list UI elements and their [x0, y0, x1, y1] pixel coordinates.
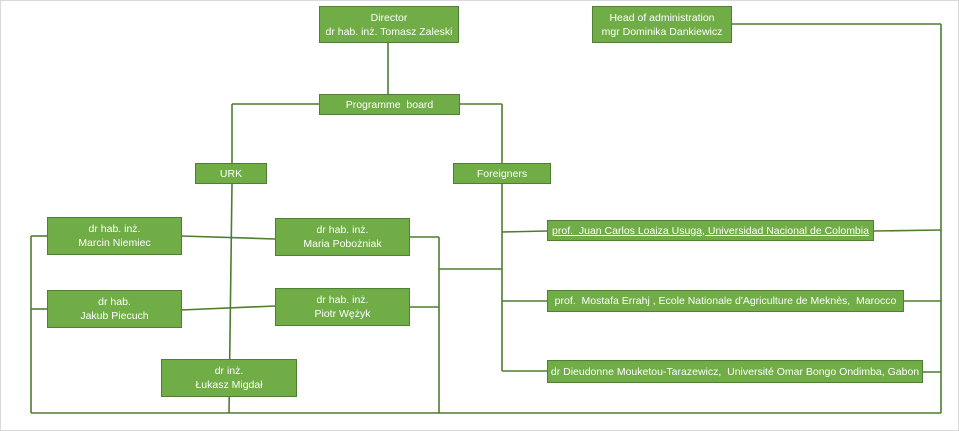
foreign-member-label: dr Dieudonne Mouketou-Tarazewicz, Univer… — [550, 365, 920, 378]
foreign-member-box-errahj: prof. Mostafa Errahj , Ecole Nationale d… — [547, 290, 904, 312]
foreigners-label: Foreigners — [476, 167, 528, 180]
director-name: dr hab. inż. Tomasz Zaleski — [325, 25, 453, 38]
member-name: Jakub Piecuch — [80, 310, 149, 322]
member-box-maria-pobozniak: dr hab. inż. Maria Pobożniak — [275, 218, 410, 256]
urk-box: URK — [195, 163, 267, 184]
member-box-jakub-piecuch: dr hab. Jakub Piecuch — [47, 290, 182, 328]
member-box-marcin-niemiec: dr hab. inż. Marcin Niemiec — [47, 217, 182, 255]
member-degree: dr hab. — [98, 296, 131, 308]
member-name: Maria Pobożniak — [303, 238, 382, 250]
foreign-member-label: prof. Mostafa Errahj , Ecole Nationale d… — [554, 295, 897, 307]
member-degree: dr hab. inż. — [316, 294, 369, 306]
member-box-lukasz-migdal: dr inż. Łukasz Migdał — [161, 359, 297, 397]
member-name: Łukasz Migdał — [195, 379, 263, 391]
head-admin-title: Head of administration — [609, 11, 715, 24]
director-title: Director — [370, 11, 408, 24]
foreigners-box: Foreigners — [453, 163, 551, 184]
member-name: Marcin Niemiec — [78, 237, 151, 249]
member-degree: dr inż. — [214, 365, 244, 377]
urk-label: URK — [219, 167, 243, 180]
head-admin-box: Head of administration mgr Dominika Dank… — [592, 6, 732, 43]
foreign-member-box-loaiza: prof. Juan Carlos Loaiza Usuga, Universi… — [547, 220, 874, 241]
member-box-piotr-wezyk: dr hab. inż. Piotr Wężyk — [275, 288, 410, 326]
member-name: Piotr Wężyk — [314, 308, 371, 320]
director-box: Director dr hab. inż. Tomasz Zaleski — [319, 6, 459, 43]
foreign-member-box-mouketou: dr Dieudonne Mouketou-Tarazewicz, Univer… — [547, 360, 923, 383]
programme-board-box: Programme board — [319, 94, 460, 115]
member-degree: dr hab. inż. — [88, 223, 141, 235]
programme-board-label: Programme board — [345, 98, 434, 111]
member-degree: dr hab. inż. — [316, 224, 369, 236]
foreign-member-label: prof. Juan Carlos Loaiza Usuga, Universi… — [552, 224, 869, 237]
head-admin-name: mgr Dominika Dankiewicz — [601, 25, 723, 38]
